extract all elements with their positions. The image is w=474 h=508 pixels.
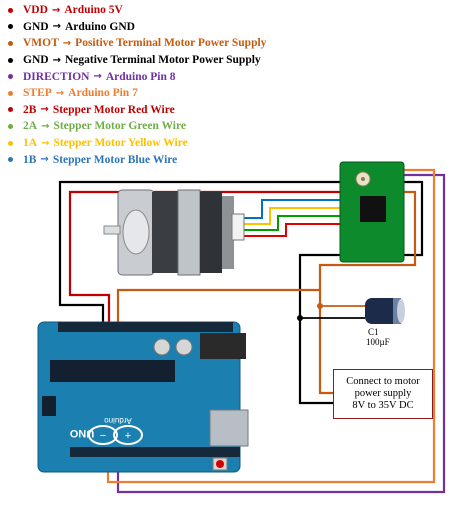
arrow-icon: → [52,21,61,33]
wire-red [243,223,340,237]
legend-target: Stepper Motor Red Wire [52,103,175,116]
legend-target: Stepper Motor Yellow Wire [53,137,188,150]
legend-bullet [8,157,13,163]
arrow-icon: → [51,4,61,16]
legend-pin: DIRECTION [23,70,90,83]
arrow-icon: → [52,54,61,66]
legend-bullet [8,140,13,146]
legend-target: Arduino GND [64,20,135,33]
power-note-line-1: Connect to motor [346,376,420,387]
legend-row: 2A→Stepper Motor Green Wire [8,118,308,135]
arrow-icon: → [62,37,72,49]
capacitor [365,298,405,324]
arrow-icon: → [41,120,50,132]
legend-bullet [8,90,13,96]
legend-target: Positive Terminal Motor Power Supply [75,37,267,50]
junction-vmot [317,303,323,309]
legend-pin: 2A [23,120,38,133]
arduino-uno-board: − + [37,321,249,473]
legend-row: DIRECTION→Arduino Pin 8 [8,68,308,85]
legend-pin: 1A [23,137,38,150]
legend-row: VDD→Arduino 5V [8,2,308,19]
legend-bullet [8,24,13,30]
wire-step [106,168,436,484]
arduino-model-label: UNO [69,427,94,439]
legend-pin: VMOT [23,37,59,50]
wire-vmot [116,190,417,323]
arrow-icon: → [41,137,50,149]
legend-target: Arduino 5V [64,4,123,17]
wire-vmot-supply [318,290,333,395]
arduino-brand-label: Arduino [104,416,132,425]
stepper-motor [103,189,245,276]
legend-target: Stepper Motor Green Wire [53,120,187,133]
power-supply-note: Connect to motor power supply 8V to 35V … [333,369,433,419]
legend-row: 2B→Stepper Motor Red Wire [8,102,308,119]
legend-target: Stepper Motor Blue Wire [52,153,178,166]
arrow-icon: → [93,71,102,83]
capacitor-value: 100µF [366,337,390,347]
a4988-driver-board [339,161,405,263]
legend-target: Negative Terminal Motor Power Supply [64,54,261,67]
legend-row: VMOT→Positive Terminal Motor Power Suppl… [8,35,308,52]
arrow-icon: → [40,104,49,116]
legend-pin: GND [23,54,49,67]
arrow-icon: → [40,154,49,166]
legend-bullet [8,57,13,63]
legend-pin: STEP [23,87,52,100]
legend-bullet [8,74,13,80]
junction-gnd [297,315,303,321]
legend-row: GND→Arduino GND [8,19,308,36]
power-note-line-3: 8V to 35V DC [352,400,414,411]
legend-target: Arduino Pin 8 [105,70,176,83]
arrow-icon: → [55,87,65,99]
legend-bullet [8,123,13,129]
svg-text:+: + [125,430,131,442]
legend-bullet [8,7,13,13]
wire-blue [243,199,340,219]
wire-green [243,215,340,231]
wire-yellow [243,207,340,225]
legend-pin: 1B [23,153,37,166]
wire-gnd-logic [58,180,340,323]
legend-pin: GND [23,20,49,33]
legend-bullet [8,107,13,113]
wire-gnd-supply [298,312,333,405]
legend-pin: 2B [23,103,37,116]
legend-row: GND→Negative Terminal Motor Power Supply [8,52,308,69]
legend-target: Arduino Pin 7 [68,87,138,100]
legend-bullet [8,40,13,46]
legend-row: 1A→Stepper Motor Yellow Wire [8,135,308,152]
power-note-line-2: power supply [354,388,412,399]
wire-gnd-motor [298,180,424,312]
legend-row: STEP→Arduino Pin 7 [8,85,308,102]
capacitor-name: C1 [368,327,379,337]
legend-pin: VDD [23,4,48,17]
legend-row: 1B→Stepper Motor Blue Wire [8,151,308,168]
svg-text:−: − [100,430,106,442]
